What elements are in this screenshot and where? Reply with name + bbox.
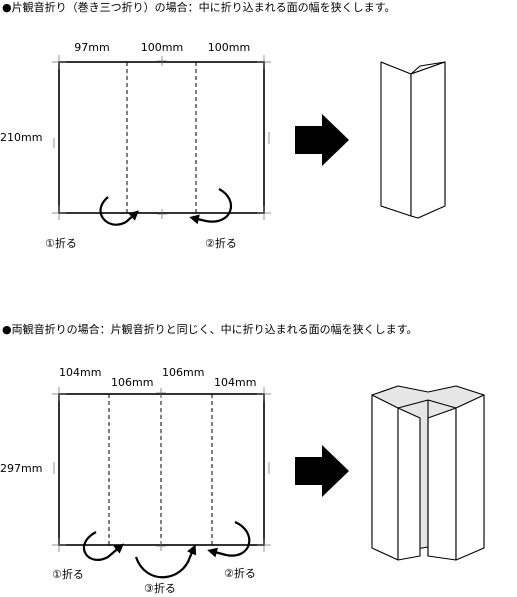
sheet2-fold-label-2: ②折る [224, 566, 256, 580]
right-arrow-icon [295, 114, 349, 166]
fold-curve-arrow-icon [82, 531, 125, 561]
sheet1-width-label-3: 100mm [208, 41, 250, 54]
section1-heading: ●片観音折り（巻き三つ折り）の場合：中に折り込まれる面の幅を狭くします。 [2, 1, 396, 14]
sheet2-fold-label-3: ③折る [144, 581, 176, 595]
sheet1-width-label-2: 100mm [141, 41, 183, 54]
sheet2-width-label-1: 104mm [59, 366, 101, 379]
fold-curve-arrow-icon [134, 544, 197, 579]
sheet2-width-label-4: 104mm [214, 376, 256, 389]
sheet2-fold-label-1: ①折る [52, 567, 84, 581]
sheet2-trim-marks [52, 387, 271, 552]
sheet1-width-label-1: 97mm [74, 41, 109, 54]
sheet2-width-label-2: 106mm [111, 376, 153, 389]
sheet1-fold-label-1: ①折る [45, 236, 77, 250]
sheet1-height-label: 210mm [0, 131, 42, 144]
section2-diagram: 104mm 106mm 106mm 104mm 297mm ①折る ③折る ②折… [0, 366, 485, 595]
sheet1-outline [58, 61, 265, 214]
section2-heading: ●両観音折りの場合：片観音折りと同じく、中に折り込まれる面の幅を狭くします。 [2, 323, 418, 336]
sheet1-fold-label-2: ②折る [205, 236, 237, 250]
sheet2-height-label: 297mm [0, 462, 42, 475]
fold-curve-arrow-icon [207, 520, 251, 558]
right-arrow-icon [295, 445, 349, 497]
sheet1-folded-illustration [380, 61, 446, 219]
sheet1-trim-marks [52, 55, 271, 220]
fold-curve-arrow-icon [189, 188, 232, 225]
sheet2-width-label-3: 106mm [162, 366, 204, 379]
sheet2-folded-illustration [371, 385, 485, 561]
fold-curve-arrow-icon [99, 196, 139, 226]
section1-diagram: 97mm 100mm 100mm 210mm ①折る ②折る [0, 41, 446, 250]
